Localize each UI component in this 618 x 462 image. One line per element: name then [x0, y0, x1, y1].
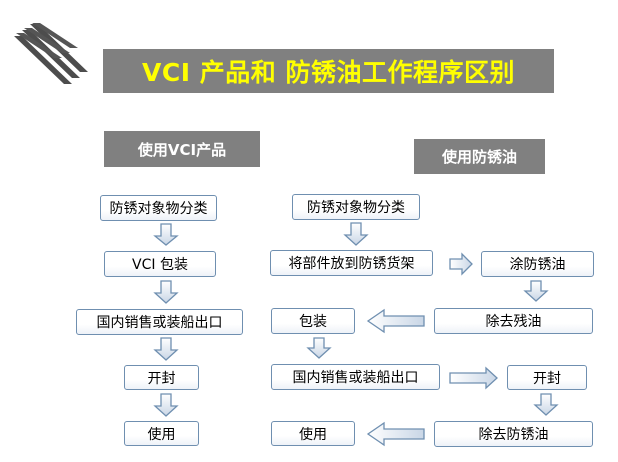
- oil-step-rack: 将部件放到防锈货架: [270, 250, 433, 276]
- vci-step-unseal: 开封: [124, 365, 199, 390]
- oil-step-classify: 防锈对象物分类: [292, 194, 420, 220]
- down-arrow-icon: [153, 337, 179, 361]
- oil-section-header: 使用防锈油: [414, 139, 545, 174]
- vci-step-use: 使用: [124, 421, 199, 446]
- oil-step-package: 包装: [271, 308, 355, 334]
- left-arrow-icon: [366, 308, 425, 334]
- down-arrow-icon: [153, 280, 179, 304]
- down-arrow-icon: [306, 337, 332, 359]
- vci-step-classify: 防锈对象物分类: [100, 195, 217, 221]
- down-arrow-icon: [153, 393, 179, 417]
- oil-step-sell-export: 国内销售或装船出口: [271, 364, 440, 390]
- oil-step-remove-oil: 除去防锈油: [434, 421, 593, 447]
- vci-section-header: 使用VCI产品: [104, 131, 260, 167]
- oil-step-apply-oil: 涂防锈油: [481, 251, 594, 277]
- oil-step-use: 使用: [271, 421, 355, 446]
- oil-step-remove-residue: 除去残油: [434, 308, 593, 334]
- slide-title: VCI 产品和 防锈油工作程序区别: [103, 49, 554, 93]
- right-arrow-icon: [449, 366, 498, 390]
- down-arrow-icon: [523, 280, 549, 302]
- down-arrow-icon: [343, 222, 369, 246]
- oil-step-unseal: 开封: [507, 365, 587, 390]
- down-arrow-icon: [153, 223, 179, 246]
- right-arrow-icon: [449, 252, 473, 276]
- down-arrow-icon: [533, 393, 559, 416]
- left-arrow-icon: [366, 421, 425, 447]
- vci-step-sell-export: 国内销售或装船出口: [76, 309, 243, 335]
- vci-step-package: VCI 包装: [104, 251, 216, 277]
